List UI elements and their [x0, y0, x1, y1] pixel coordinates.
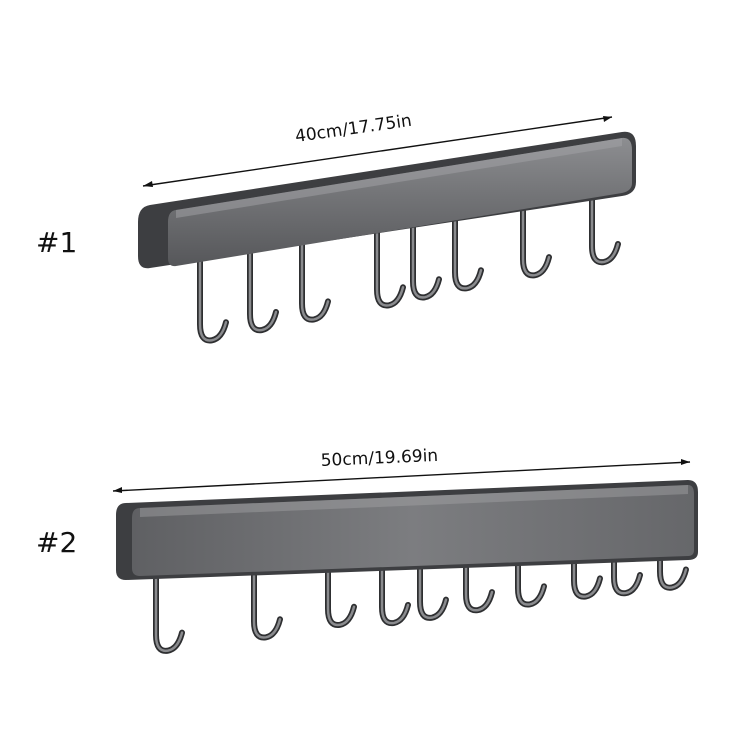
product-1-hook	[374, 223, 406, 309]
product-2-hook	[611, 554, 643, 597]
product-2-hook	[463, 559, 495, 614]
product-1-hook	[410, 218, 442, 301]
product-1-hook	[299, 235, 331, 323]
product-2-rail	[116, 480, 698, 580]
product-1: #1 40cm/17.75in	[36, 111, 636, 344]
product-2-hook	[251, 566, 283, 641]
product-2-hooks	[153, 552, 689, 654]
product-1-hook	[197, 251, 229, 344]
product-2-hook	[417, 560, 449, 621]
product-2-hook	[571, 555, 603, 600]
product-2-dimension-line	[112, 459, 691, 493]
product-2-hook	[379, 561, 411, 627]
product-1-hooks	[197, 190, 621, 344]
product-2-hook	[153, 569, 185, 654]
product-1-hook	[247, 243, 279, 334]
product-2-dimension-text: 50cm/19.69in	[320, 446, 438, 471]
product-1-hook	[452, 211, 484, 292]
product-2: #2 50cm/19.69in	[36, 446, 698, 654]
product-1-hook	[520, 201, 552, 279]
product-2-hook	[657, 552, 689, 591]
product-1-dimension-text: 40cm/17.75in	[294, 111, 413, 147]
product-1-hook	[589, 190, 621, 266]
product-1-label: #1	[36, 226, 77, 259]
product-1-dimension-line	[142, 116, 613, 187]
product-2-hook	[325, 563, 357, 628]
product-1-rail	[138, 131, 636, 269]
product-2-label: #2	[36, 526, 77, 559]
product-2-hook	[515, 557, 547, 608]
